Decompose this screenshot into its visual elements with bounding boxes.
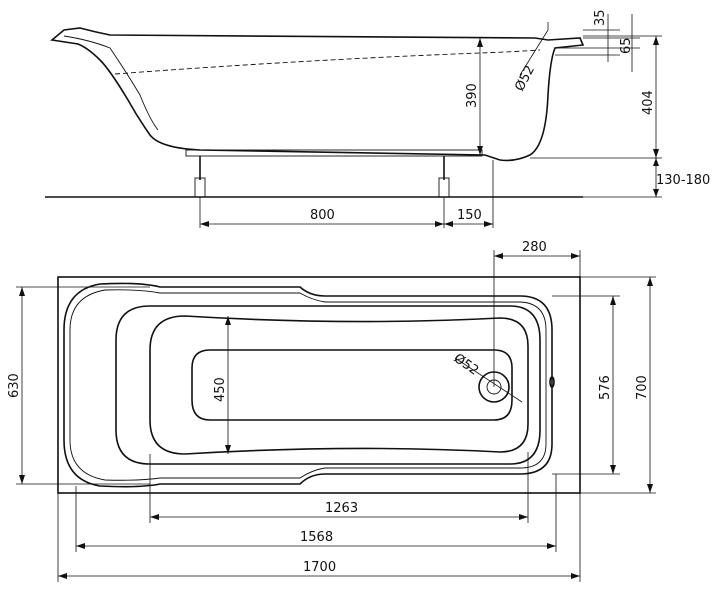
tub-bowl-outline	[115, 305, 541, 465]
dim-800: 800	[310, 208, 335, 223]
top-view: Ø52 280 630 450 576 700	[7, 240, 656, 582]
leg-left	[194, 156, 206, 198]
overflow-marker	[549, 376, 555, 388]
tub-top-outline	[63, 282, 553, 488]
dim-1263: 1263	[325, 501, 358, 516]
dim-1700: 1700	[303, 560, 336, 575]
dim-390: 390	[465, 83, 480, 108]
dim-404: 404	[641, 90, 656, 115]
dim-65: 65	[619, 37, 634, 54]
dim-1568: 1568	[300, 530, 333, 545]
base-frame	[185, 149, 483, 157]
dim-450: 450	[213, 377, 228, 402]
dim-side-drain-diameter: Ø52	[512, 63, 538, 94]
overflow-level-line	[114, 49, 541, 75]
dim-576: 576	[598, 375, 613, 400]
tub-rim-inner	[63, 35, 159, 131]
tub-side-outline	[50, 27, 585, 162]
dim-280: 280	[522, 240, 547, 255]
dim-150: 150	[457, 208, 482, 223]
tub-outer-rim	[57, 276, 581, 494]
dim-130-180: 130-180	[656, 173, 710, 188]
dim-700: 700	[635, 375, 650, 400]
leg-right	[438, 156, 450, 198]
tub-top-inner-line	[69, 289, 547, 481]
tub-floor-outline	[191, 349, 513, 421]
dim-630: 630	[7, 373, 22, 398]
dim-35: 35	[593, 9, 608, 26]
side-view: 390 Ø52 35 65 404 130-180	[45, 9, 710, 228]
dim-top-drain-diameter: Ø52	[451, 351, 482, 379]
tub-bottom-outline	[149, 315, 529, 455]
